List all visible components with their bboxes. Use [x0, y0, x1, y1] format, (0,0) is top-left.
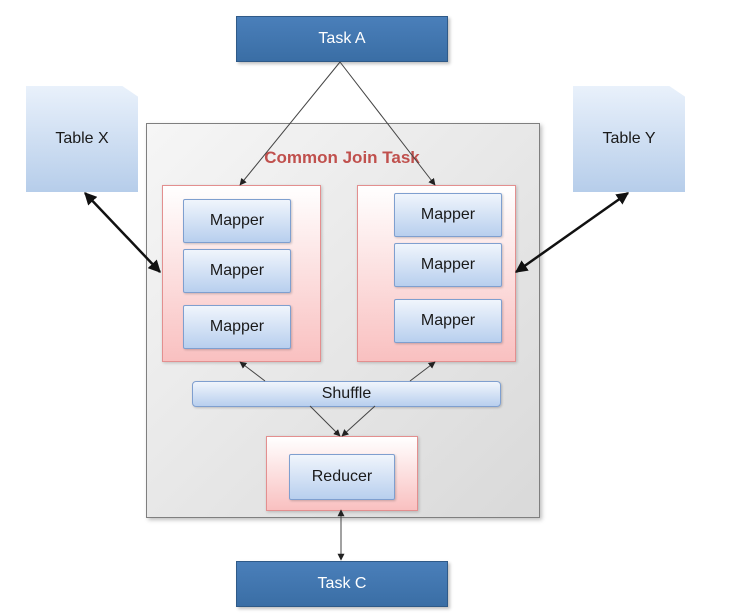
task-a-node: Task A — [236, 16, 448, 62]
arrow-task-a-to-right-group — [339, 61, 436, 186]
table-x-label: Table X — [55, 130, 109, 147]
mapper-box: Mapper — [394, 193, 502, 237]
task-c-node: Task C — [236, 561, 448, 607]
arrow-task-a-to-left-group — [239, 61, 341, 186]
arrow-table-y-to-right-group — [514, 191, 630, 274]
arrow-table-x-to-left-group — [84, 192, 161, 273]
arrow-shuffle-to-reducer-left — [309, 405, 341, 437]
mapper-box: Mapper — [183, 249, 291, 293]
table-y-label: Table Y — [602, 130, 656, 147]
arrow-shuffle-to-right-group — [409, 361, 436, 382]
table-y-document: Table Y — [573, 86, 685, 192]
reducer-box: Reducer — [289, 454, 395, 500]
arrow-shuffle-to-reducer-right — [341, 405, 376, 437]
mapper-box: Mapper — [394, 299, 502, 343]
shuffle-bar: Shuffle — [192, 381, 501, 407]
mapper-box: Mapper — [183, 199, 291, 243]
mapper-box: Mapper — [183, 305, 291, 349]
common-join-task-title: Common Join Task — [264, 148, 420, 167]
mapper-box: Mapper — [394, 243, 502, 287]
table-x-document: Table X — [26, 86, 138, 192]
arrow-shuffle-to-left-group — [239, 361, 266, 382]
